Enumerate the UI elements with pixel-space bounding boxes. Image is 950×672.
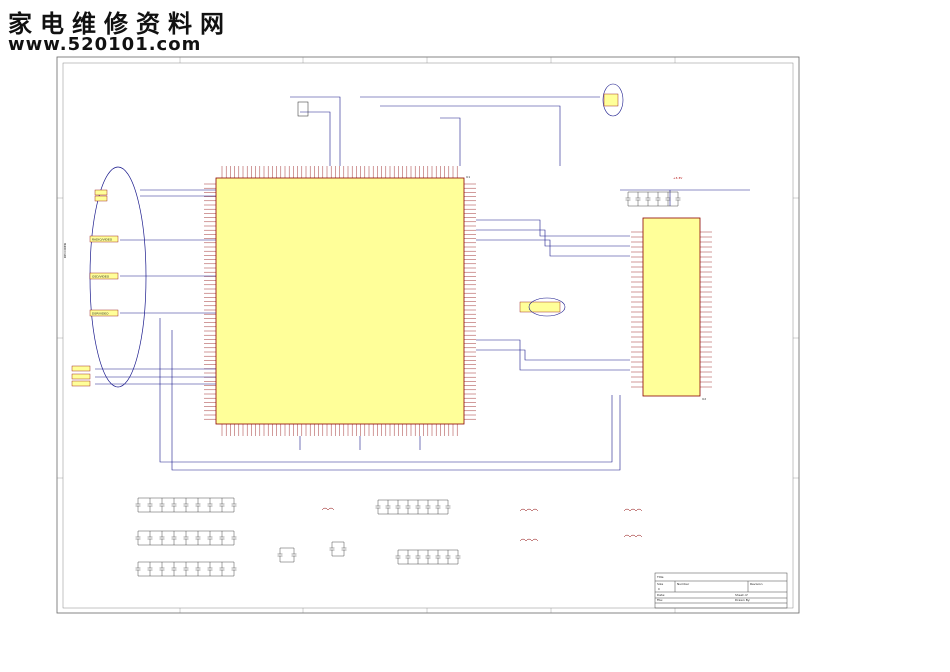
- title-block-sheet-label: Sheet of: [735, 593, 748, 597]
- title-block-date-label: Date:: [657, 593, 665, 597]
- title-block-revision-label: Revision: [750, 582, 763, 586]
- inductors: [321, 507, 643, 542]
- tag-outline: [528, 297, 566, 317]
- power-label-v33: +3.3V: [673, 176, 683, 180]
- capacitor-banks: [135, 191, 681, 577]
- crystal: [297, 101, 309, 117]
- input-tag-2: [89, 272, 119, 280]
- side-note-decoder: DECODER: [63, 243, 67, 258]
- top-connector-outline: [602, 83, 624, 117]
- watermark-title: 家电维修资料网: [8, 9, 232, 38]
- ic-u1-ref: U1: [466, 175, 470, 179]
- sheet-inner-border: [62, 62, 794, 609]
- title-block-title-label: Title: [656, 575, 664, 579]
- ic-u2-ref: U2: [702, 397, 706, 401]
- ic-u1-body: [215, 177, 465, 425]
- sheet-border: [56, 56, 800, 614]
- watermark-url: www.520101.com: [8, 34, 202, 55]
- top-connector: [603, 93, 619, 107]
- small-tags: [71, 189, 561, 387]
- title-block-file-label: File:: [657, 598, 663, 602]
- input-tag-2-label: OSD/VIDEO: [92, 275, 110, 279]
- title-block: [654, 572, 788, 609]
- ic-pins: [204, 166, 712, 436]
- input-tag-1: [89, 235, 119, 243]
- title-block-size-label: Size: [657, 582, 663, 586]
- title-block-drawn-label: Drawn By:: [735, 598, 750, 602]
- input-tag-3-label: DSP/VIDEO: [92, 312, 109, 316]
- wires: [95, 96, 750, 471]
- title-block-size-value: C: [658, 587, 660, 591]
- input-tag-3: [89, 309, 119, 317]
- frame-ticks: [57, 57, 799, 613]
- title-block-number-label: Number: [677, 582, 690, 586]
- ic-u2-body: [642, 217, 701, 397]
- input-tag-1-label: RADIO/VIDEO: [92, 238, 113, 242]
